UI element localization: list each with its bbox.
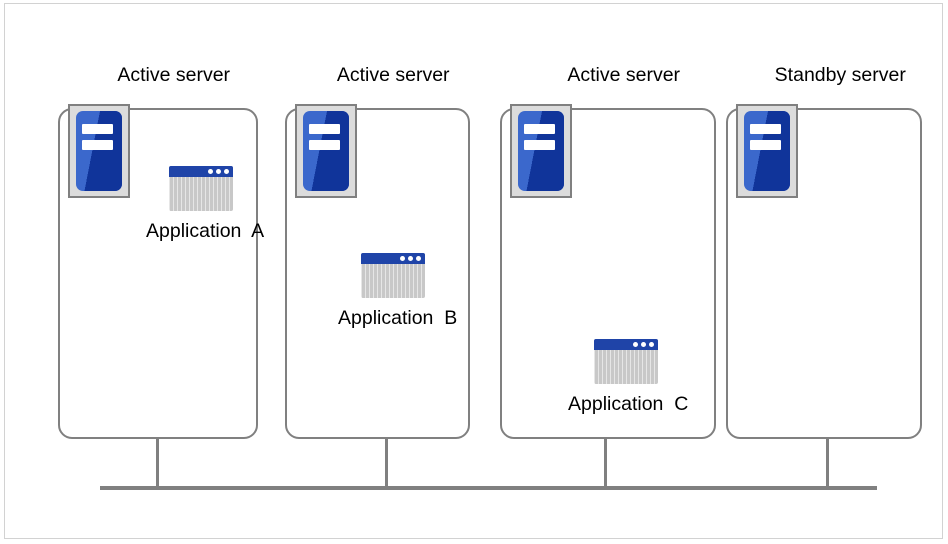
- titlebar-dot: [633, 342, 638, 347]
- application-label-a: Application A: [146, 220, 265, 242]
- server-role-label-3: Active server: [567, 64, 681, 86]
- server-slot-bar-top: [750, 123, 781, 135]
- server-group-4: Standby server Server 4: [726, 0, 922, 544]
- titlebar-dot: [208, 169, 213, 174]
- server-icon: [510, 104, 572, 198]
- server-role-label-4: Standby server: [774, 64, 906, 86]
- server-chassis: [303, 111, 349, 191]
- server-drop-line-3: [604, 439, 607, 488]
- titlebar-dot: [416, 256, 421, 261]
- network-bus-line: [100, 486, 877, 490]
- server-icon: [295, 104, 357, 198]
- application-window-icon: [594, 339, 658, 384]
- application-titlebar: [169, 166, 233, 177]
- server-role-label-2: Active server: [336, 64, 450, 86]
- server-chassis: [76, 111, 122, 191]
- server-slot-bar-bottom: [309, 139, 340, 151]
- server-slot-bar-bottom: [750, 139, 781, 151]
- server-drop-line-2: [385, 439, 388, 488]
- titlebar-dot: [649, 342, 654, 347]
- application-item-b[interactable]: Application B: [338, 253, 458, 330]
- application-item-c[interactable]: Application C: [568, 339, 689, 416]
- server-icon: [68, 104, 130, 198]
- application-label-b: Application B: [338, 307, 458, 329]
- titlebar-dot: [216, 169, 221, 174]
- server-icon: [736, 104, 798, 198]
- server-role-label-1: Active server: [117, 64, 231, 86]
- server-slot-bar-bottom: [82, 139, 113, 151]
- server-slot-bar-top: [82, 123, 113, 135]
- titlebar-dot: [408, 256, 413, 261]
- server-drop-line-1: [156, 439, 159, 488]
- application-window-icon: [361, 253, 425, 298]
- server-box-4[interactable]: [726, 108, 922, 439]
- titlebar-dot: [641, 342, 646, 347]
- server-group-3: Active server Server 3 Application C: [500, 0, 716, 544]
- server-chassis: [744, 111, 790, 191]
- server-drop-line-4: [826, 439, 829, 488]
- server-chassis: [518, 111, 564, 191]
- application-label-c: Application C: [568, 393, 689, 415]
- server-group-2: Active server Server 2 Application B: [285, 0, 470, 544]
- server-slot-bar-top: [309, 123, 340, 135]
- application-item-a[interactable]: Application A: [146, 166, 265, 243]
- server-slot-bar-bottom: [524, 139, 555, 151]
- server-group-1: Active server Server 1 Application A: [58, 0, 265, 544]
- application-titlebar: [594, 339, 658, 350]
- titlebar-dot: [400, 256, 405, 261]
- application-window-icon: [169, 166, 233, 211]
- titlebar-dot: [224, 169, 229, 174]
- application-titlebar: [361, 253, 425, 264]
- server-slot-bar-top: [524, 123, 555, 135]
